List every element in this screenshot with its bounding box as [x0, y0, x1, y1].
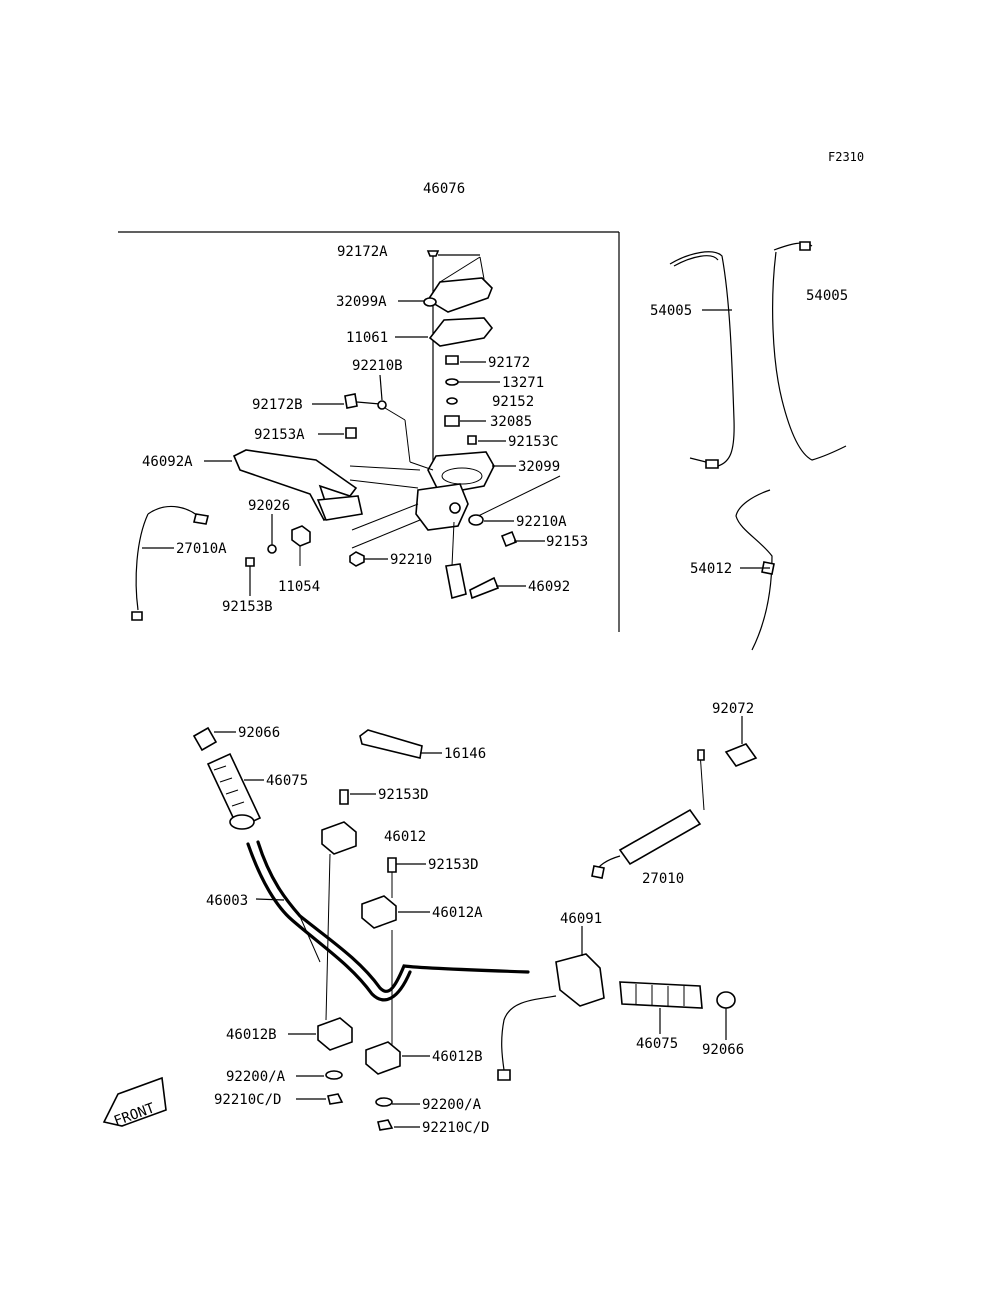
throttle-assembly — [497, 743, 758, 1081]
callout-92200A-left: 92200/A — [226, 1069, 286, 1085]
callout-92172B: 92172B — [252, 397, 303, 413]
callout-13271: 13271 — [502, 375, 544, 391]
callout-46012B-right: 46012B — [432, 1049, 483, 1065]
callout-92153: 92153 — [546, 534, 588, 550]
callout-32099: 32099 — [518, 459, 560, 475]
callout-92153D-lower: 92153D — [428, 857, 479, 873]
callout-11054: 11054 — [278, 579, 320, 595]
callout-92153C: 92153C — [508, 434, 559, 450]
callout-32099A: 32099A — [336, 294, 387, 310]
callout-27010: 27010 — [642, 871, 684, 887]
callout-46003: 46003 — [206, 893, 248, 909]
front-direction-marker: FRONT — [102, 1076, 167, 1130]
callout-46092: 46092 — [528, 579, 570, 595]
callout-92210: 92210 — [390, 552, 432, 568]
callout-92172: 92172 — [488, 355, 530, 371]
callout-92210CD-left: 92210C/D — [214, 1092, 281, 1108]
callout-46092A: 46092A — [142, 454, 193, 470]
callout-54005-left: 54005 — [650, 303, 692, 319]
callout-92200A-right: 92200/A — [422, 1097, 482, 1113]
callout-27010A: 27010A — [176, 541, 227, 557]
handlebar-assembly — [192, 726, 530, 1131]
callout-16146: 16146 — [444, 746, 486, 762]
callout-92152: 92152 — [492, 394, 534, 410]
throttle-cables — [669, 241, 847, 651]
callout-46012A: 46012A — [432, 905, 483, 921]
callout-labels: 92172A 32099A 11061 92210B 92172 13271 9… — [142, 244, 848, 1136]
assembly-number: 46076 — [423, 181, 465, 197]
callout-92172A: 92172A — [337, 244, 388, 260]
callout-54005-right: 54005 — [806, 288, 848, 304]
callout-46075-right: 46075 — [636, 1036, 678, 1052]
figure-code: F2310 — [828, 150, 864, 164]
callout-92210A: 92210A — [516, 514, 567, 530]
callout-92210CD-right: 92210C/D — [422, 1120, 489, 1136]
leader-lines — [142, 254, 770, 1128]
callout-11061: 11061 — [346, 330, 388, 346]
callout-92153D-upper: 92153D — [378, 787, 429, 803]
callout-92066-left: 92066 — [238, 725, 280, 741]
callout-92153B: 92153B — [222, 599, 273, 615]
master-cylinder-assembly — [131, 250, 561, 621]
callout-92210B: 92210B — [352, 358, 403, 374]
callout-46012B-left: 46012B — [226, 1027, 277, 1043]
callout-54012: 54012 — [690, 561, 732, 577]
callout-92026: 92026 — [248, 498, 290, 514]
callout-92072: 92072 — [712, 701, 754, 717]
callout-46091: 46091 — [560, 911, 602, 927]
callout-46075-left: 46075 — [266, 773, 308, 789]
callout-92153A: 92153A — [254, 427, 305, 443]
callout-46012: 46012 — [384, 829, 426, 845]
callout-32085: 32085 — [490, 414, 532, 430]
callout-92066-right: 92066 — [702, 1042, 744, 1058]
assembly-frame — [118, 231, 620, 632]
